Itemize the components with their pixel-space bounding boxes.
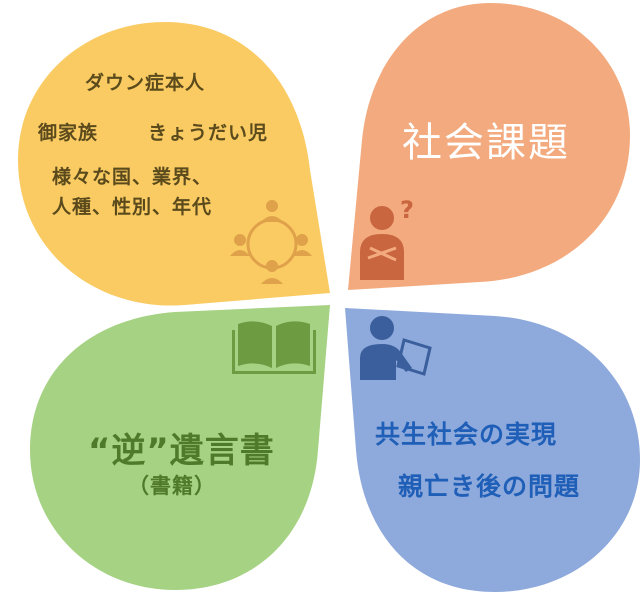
bottom-right-line-1: 共生社会の実現 [375,420,558,449]
person-writing-icon [360,316,432,380]
svg-text:?: ? [400,196,414,224]
top-left-line-2: 御家族 [38,122,99,144]
bottom-left-subtitle: （書籍） [128,474,216,498]
bottom-left-title: “逆”遺言書 [88,431,275,471]
open-book-icon [232,321,316,374]
top-right-title: 社会課題 [402,120,570,166]
top-left-line-3: きょうだい児 [148,122,269,144]
top-left-line-4: 様々な国、業界、 [52,166,213,188]
petal-bottom-right [345,308,640,592]
top-left-line-5: 人種、性別、年代 [52,196,213,218]
top-left-line-1: ダウン症本人 [85,72,206,94]
petal-bottom-left [30,305,330,590]
petal-top-left [18,22,330,306]
people-network-icon [230,200,312,284]
bottom-right-line-2: 親亡き後の問題 [398,472,581,501]
petal-top-right [348,3,630,290]
person-question-icon: ? [360,196,414,280]
